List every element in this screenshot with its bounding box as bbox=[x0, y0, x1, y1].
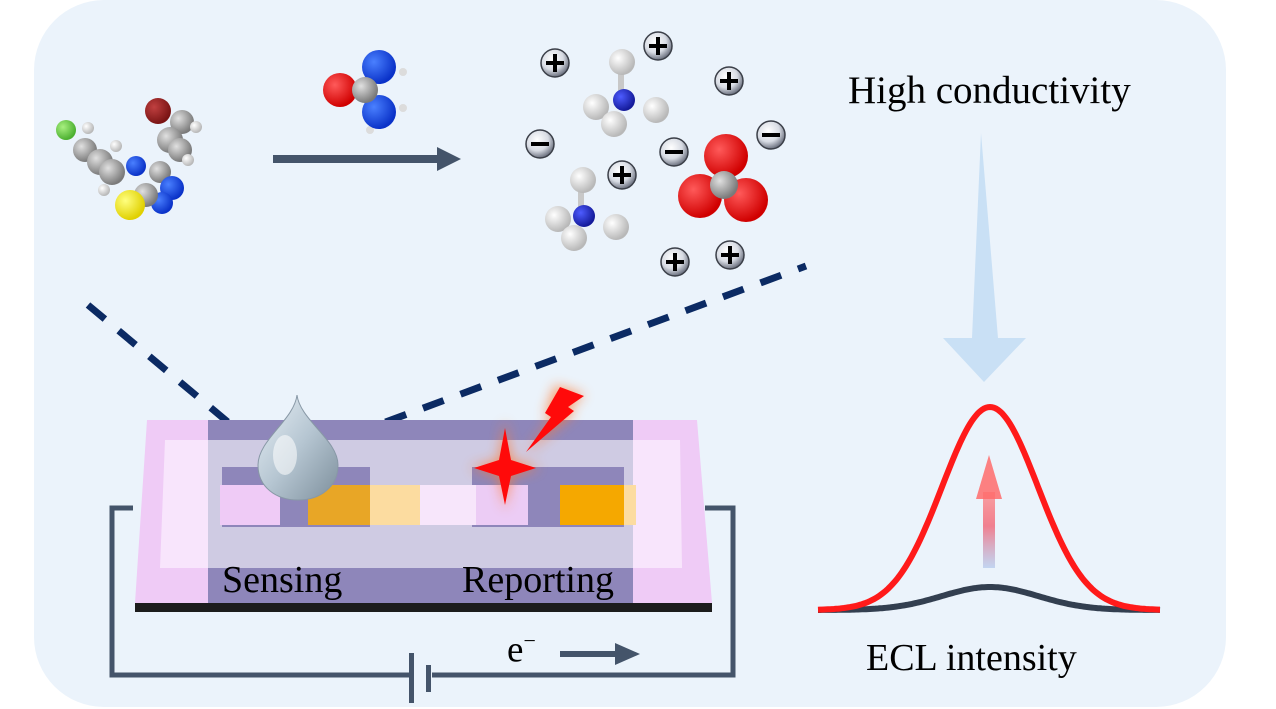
electron-flow-arrow-icon bbox=[560, 643, 640, 665]
cation-charge-icon bbox=[715, 240, 745, 270]
cation-charge-icon bbox=[643, 31, 673, 61]
ammonium-ion-icon bbox=[545, 167, 629, 251]
dashed-callout-line-right bbox=[346, 262, 808, 440]
circuit-wire bbox=[109, 505, 736, 678]
bipolar-electrode-chip bbox=[135, 420, 712, 612]
reporting-label: Reporting bbox=[462, 559, 614, 601]
ecl-curves bbox=[817, 403, 1161, 613]
carbonate-ion-icon bbox=[678, 134, 768, 222]
cation-charge-icon bbox=[607, 160, 637, 190]
increase-arrow-icon bbox=[976, 455, 1002, 568]
sensing-label: Sensing bbox=[222, 559, 343, 601]
electron-label: e− bbox=[507, 628, 536, 671]
anion-charge-icon bbox=[659, 137, 689, 167]
conductivity-down-arrow-icon bbox=[943, 133, 1026, 382]
electron-charge: − bbox=[523, 628, 536, 653]
sample-droplet-icon bbox=[257, 394, 339, 501]
high-conductivity-label: High conductivity bbox=[848, 69, 1131, 112]
ecl-curve-high bbox=[817, 403, 1160, 613]
urea-molecule-icon bbox=[323, 50, 407, 134]
anion-charge-icon bbox=[525, 129, 555, 159]
cation-charge-icon bbox=[714, 66, 744, 96]
cation-charge-icon bbox=[660, 247, 690, 277]
drug-molecule-icon bbox=[56, 98, 202, 220]
battery-icon bbox=[409, 653, 431, 703]
ammonium-ion-icon bbox=[583, 49, 669, 137]
ecl-emission-icon bbox=[470, 385, 585, 510]
anion-charge-icon bbox=[756, 120, 786, 150]
ecl-curve-low bbox=[818, 584, 1161, 613]
ecl-intensity-label: ECL intensity bbox=[866, 637, 1077, 679]
cation-charge-icon bbox=[540, 48, 570, 78]
electron-symbol: e bbox=[507, 629, 524, 671]
dashed-callout-line-left bbox=[85, 302, 238, 431]
reaction-arrow-icon bbox=[273, 147, 461, 171]
